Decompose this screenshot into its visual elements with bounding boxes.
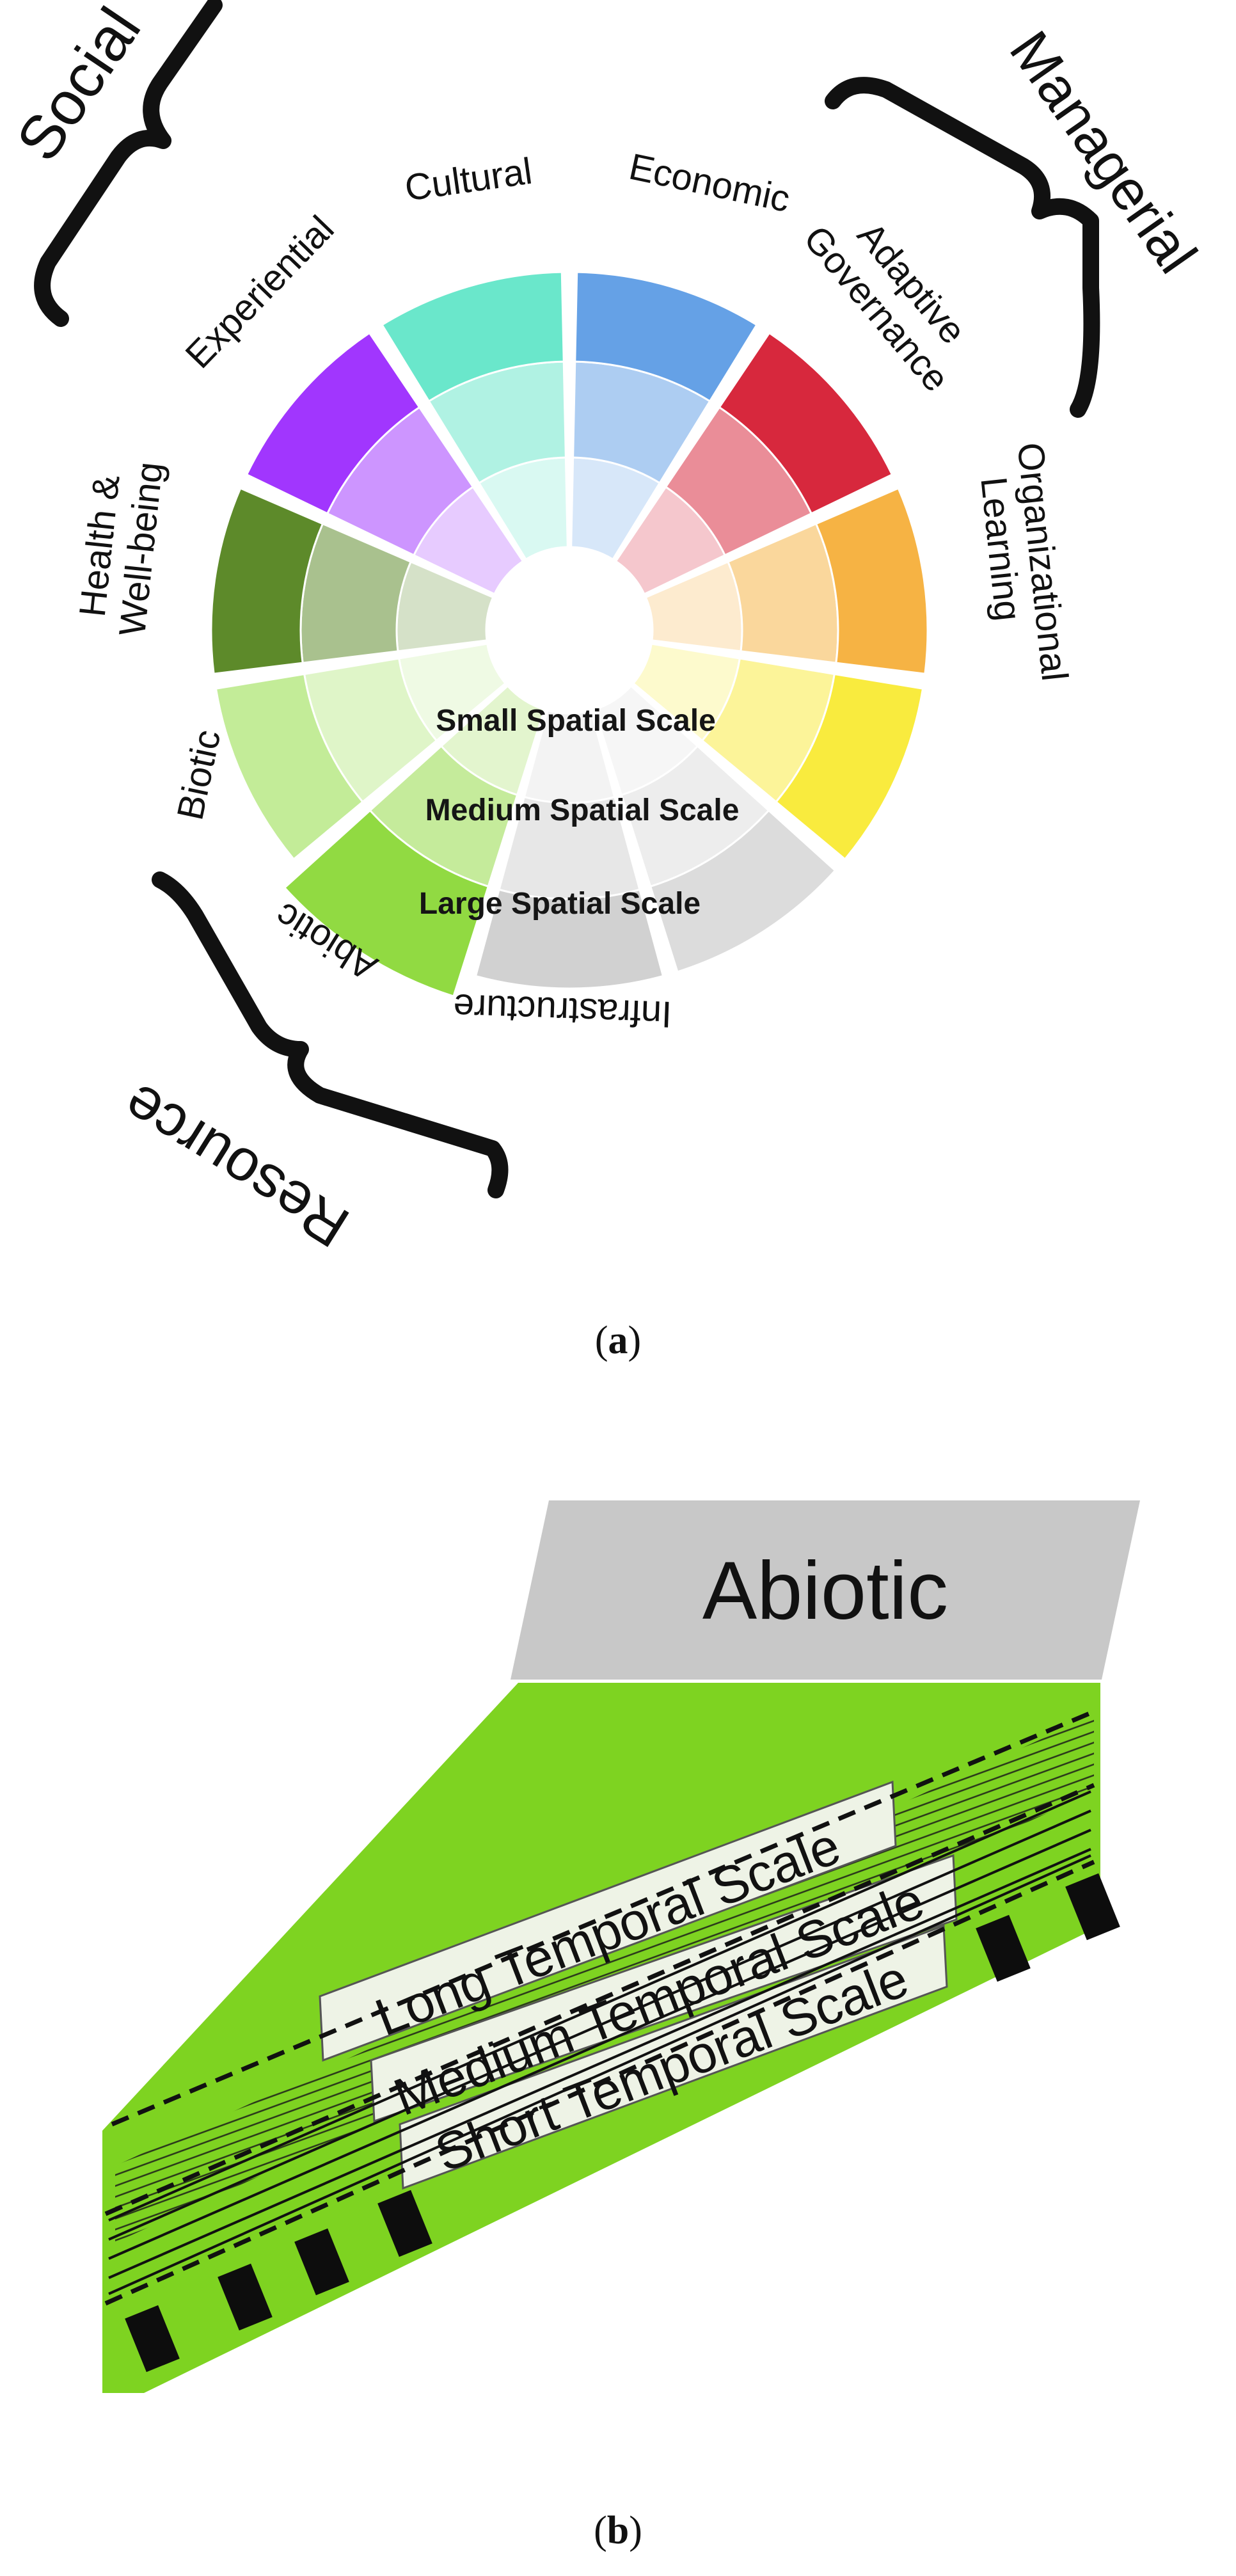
dashed-line-3 — [104, 1859, 1095, 2306]
wheel-sector-grey2-ring-3 — [475, 888, 664, 990]
wheel-sector-abiotic-ring-3 — [214, 672, 364, 861]
solid-line — [108, 1829, 1091, 2260]
wheel-sector-economic-ring-3 — [718, 331, 893, 515]
short-tick-mark — [218, 2263, 273, 2331]
sector-label-infrastructure: Infrastructure — [452, 986, 672, 1035]
caption-letter: b — [606, 2509, 630, 2552]
caption-paren: ( — [594, 1319, 608, 1362]
wheel-sector-adaptive-ring-3 — [815, 487, 929, 675]
wheel-sector-cultural-ring-3 — [574, 271, 758, 402]
sector-label-economic: Economic — [626, 146, 794, 221]
short-tick-mark — [976, 1914, 1031, 1982]
wheel-sector-biotic-ring-3 — [210, 487, 324, 675]
abiotic-header-label: Abiotic — [702, 1545, 948, 1637]
wheel-sector-organizational-ring-3 — [775, 672, 924, 861]
resource-brace — [152, 871, 509, 1198]
abiotic-header-box — [511, 1500, 1140, 1680]
solid-line — [108, 1790, 1091, 2222]
managerial-brace — [825, 77, 1100, 418]
medium-strip-bg — [370, 1854, 958, 2123]
wheel-sector-infrastructure-ring-3 — [283, 809, 489, 998]
solid-line — [108, 1809, 1091, 2241]
dashed-line-2 — [104, 1783, 1095, 2216]
managerial-group-label: Managerial — [998, 20, 1210, 284]
panel-a-caption: (a) — [0, 1318, 1236, 1364]
small-spatial-scale-label: Small Spatial Scale — [436, 704, 716, 738]
solid-line — [108, 1848, 1091, 2279]
sector-label-cultural: Cultural — [402, 150, 535, 209]
wheel-sector-health-ring-3 — [246, 331, 421, 515]
caption-paren: ( — [594, 2509, 607, 2552]
spatial-scale-wheel — [210, 271, 929, 998]
long-strip-bg — [319, 1780, 897, 2062]
dashed-line-1 — [111, 1709, 1095, 2127]
caption-paren: ) — [629, 2509, 642, 2552]
social-brace — [34, 0, 223, 327]
sector-label-biotic: Biotic — [169, 726, 228, 823]
caption-paren: ) — [628, 1319, 642, 1362]
temporal-panel: Abiotic Long Temporal Scale Medium Tempo… — [102, 1500, 1140, 2393]
short-tick-mark — [1065, 1873, 1120, 1941]
caption-letter: a — [608, 1319, 628, 1362]
large-spatial-scale-label: Large Spatial Scale — [419, 887, 701, 921]
medium-spatial-scale-label: Medium Spatial Scale — [425, 793, 740, 827]
sector-label-experiential: Experiential — [177, 208, 342, 376]
panel-b-caption: (b) — [0, 2508, 1236, 2554]
wheel-sector-grey1-ring-3 — [649, 809, 836, 973]
solid-line — [108, 1854, 1091, 2295]
short-tick-mark — [294, 2228, 349, 2296]
wheel-sector-experiential-ring-3 — [381, 271, 565, 402]
short-tick-mark — [125, 2305, 180, 2373]
short-tick-mark — [377, 2190, 432, 2257]
